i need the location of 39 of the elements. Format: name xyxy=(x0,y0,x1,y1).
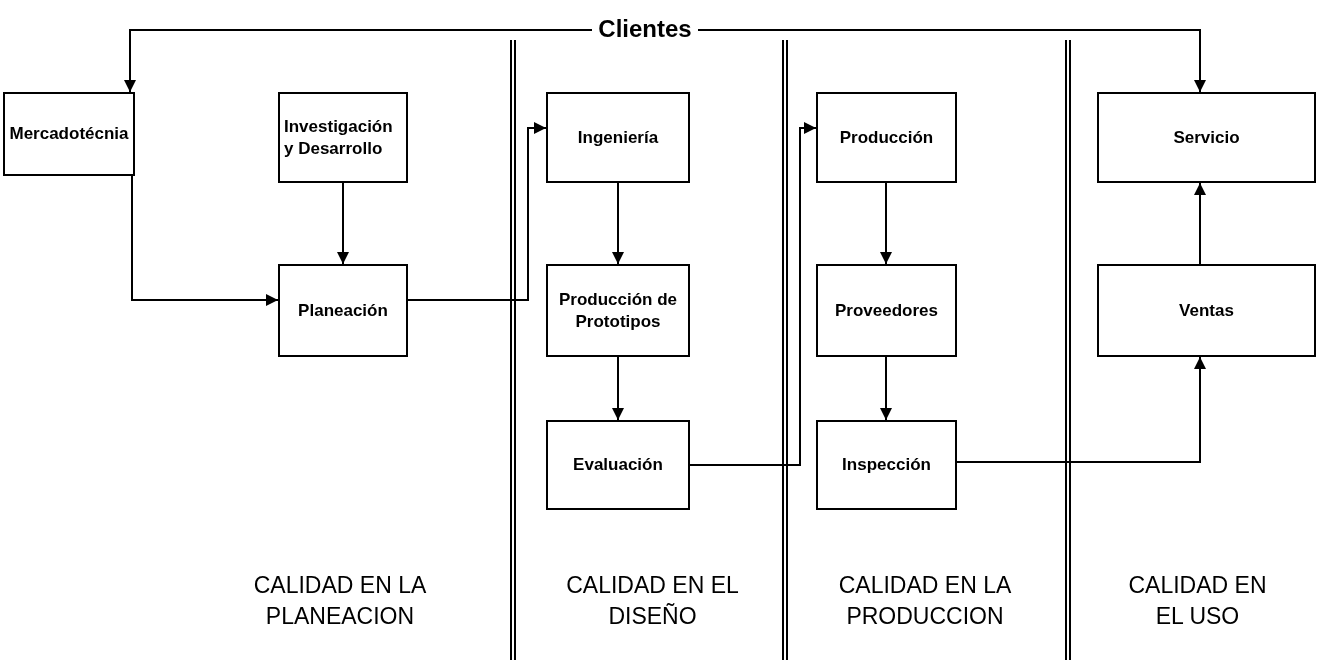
arrow xyxy=(612,356,624,421)
process-box xyxy=(546,92,690,183)
box-label: Mercadotécnia xyxy=(9,123,129,145)
process-box xyxy=(1097,264,1316,357)
process-box xyxy=(546,264,690,357)
arrow xyxy=(880,356,892,421)
box-label: Producción de Prototipos xyxy=(557,289,679,332)
arrow xyxy=(131,175,279,306)
column-label: CALIDAD EN LA PRODUCCION xyxy=(837,571,1013,632)
box-label: Planeación xyxy=(298,299,388,322)
arrow xyxy=(689,122,817,466)
arrow xyxy=(880,182,892,265)
box-label: Ingeniería xyxy=(577,126,659,149)
box-label: Inspección xyxy=(842,454,931,476)
process-box xyxy=(546,420,690,510)
arrow xyxy=(956,356,1206,463)
arrow xyxy=(407,122,547,301)
process-box xyxy=(1097,92,1316,183)
process-box xyxy=(3,92,135,176)
process-box xyxy=(816,92,957,183)
process-box xyxy=(816,420,957,510)
column-label: CALIDAD EN EL USO xyxy=(1127,571,1268,632)
column-label: CALIDAD EN LA PLANEACION xyxy=(252,571,428,632)
process-box xyxy=(278,264,408,357)
arrow xyxy=(1194,182,1206,265)
box-label: Evaluación xyxy=(573,454,663,476)
node-label: Clientes xyxy=(598,14,692,44)
arrow xyxy=(337,182,349,265)
box-label: Ventas xyxy=(1179,299,1234,322)
process-box xyxy=(816,264,957,357)
arrow xyxy=(612,182,624,265)
box-label: Investigación y Desarrollo xyxy=(284,116,394,159)
arrow xyxy=(697,29,1206,93)
process-box xyxy=(278,92,408,183)
column-label: CALIDAD EN EL DISEÑO xyxy=(565,571,740,632)
box-label: Servicio xyxy=(1173,126,1240,149)
arrow xyxy=(124,29,593,93)
box-label: Proveedores xyxy=(835,299,938,322)
box-label: Producción xyxy=(839,126,934,149)
